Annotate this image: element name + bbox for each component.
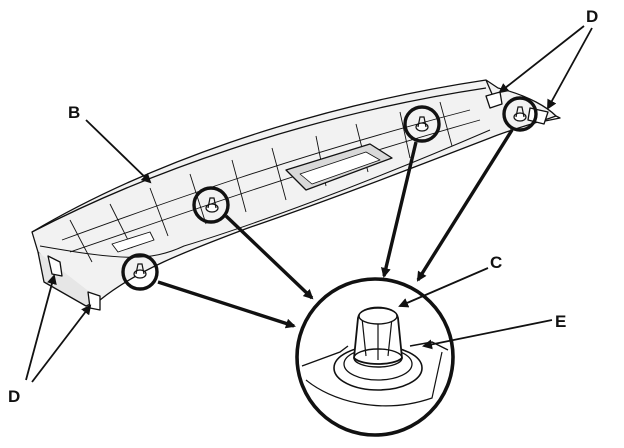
hook-upper-1 <box>485 91 503 109</box>
arrow-clip-3 <box>380 141 418 278</box>
clip-circle-3 <box>403 105 441 143</box>
panel-small-slot <box>111 231 155 253</box>
trim-panel <box>31 79 561 311</box>
hook-lower-1 <box>47 255 63 277</box>
clip-circle-4 <box>502 96 538 132</box>
detail-panel-edge <box>305 351 443 407</box>
hook-upper-2 <box>527 107 549 125</box>
leader-d-low-2 <box>31 304 92 383</box>
panel-bottom-rim <box>39 129 491 258</box>
panel-recess-inner <box>299 151 381 185</box>
callout-d-lower: D <box>8 387 21 406</box>
panel-outline <box>31 79 557 301</box>
leader-d-low-1 <box>25 274 57 381</box>
leader-e <box>422 319 553 350</box>
callout-c: C <box>490 253 503 272</box>
leader-d-top-2 <box>547 27 593 110</box>
arrow-clip-4 <box>416 129 514 282</box>
clip-circle-2 <box>192 186 230 224</box>
clip-markers <box>121 96 538 291</box>
callout-d-upper: D <box>586 7 599 26</box>
arrow-clip-2 <box>224 214 314 300</box>
leader-c <box>398 267 489 308</box>
leader-b <box>85 119 152 184</box>
callout-e: E <box>555 312 567 331</box>
callout-b: B <box>68 103 81 122</box>
clip-circle-1 <box>121 253 159 291</box>
leader-d-top-1 <box>498 25 585 94</box>
arrow-clip-1 <box>157 280 296 329</box>
clip-detail <box>295 277 455 437</box>
panel-top-rim <box>31 87 487 233</box>
detail-arrows <box>157 129 514 329</box>
callout-leaders <box>25 25 593 383</box>
